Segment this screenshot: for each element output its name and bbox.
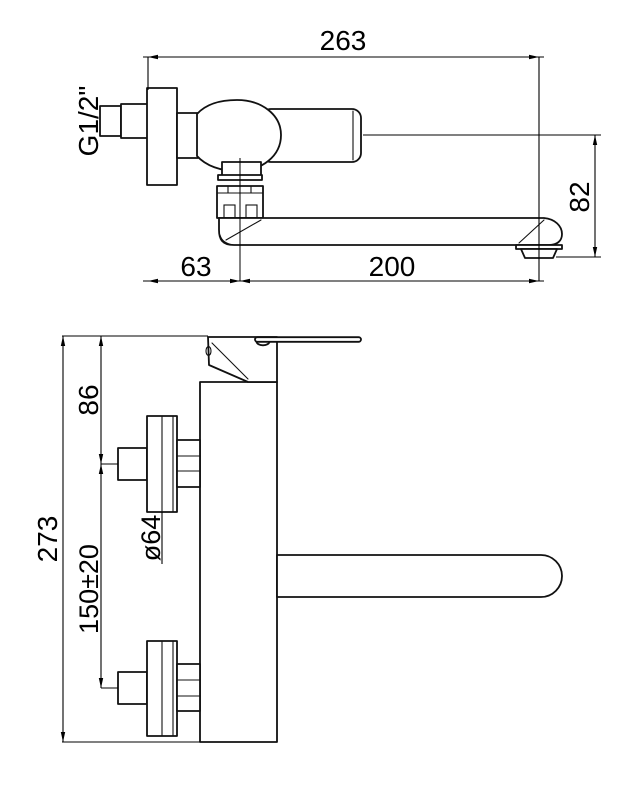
wall-plate: [146, 87, 178, 186]
body-connector: [176, 112, 199, 159]
dim-label-center-distance: 150±20: [74, 544, 104, 634]
inlet-nipple: [99, 103, 149, 139]
dim-label-total-height: 273: [32, 516, 63, 563]
upper-hex-nut: [176, 439, 201, 488]
dim-label-top-to-upper-center: 86: [73, 384, 104, 415]
dim-label-spout-drop: 82: [564, 181, 595, 212]
handle-cylinder: [261, 108, 362, 163]
dim-label-flange-diameter: ø64: [136, 515, 166, 562]
body-column: [199, 381, 278, 743]
lever-bar: [254, 336, 362, 343]
lower-wall-stub: [117, 671, 148, 705]
dim-label-pivot-to-outlet: 200: [369, 251, 416, 282]
front-view: 273 86 150±20 ø64: [32, 335, 563, 743]
handle-lever: [205, 336, 362, 383]
spout-arm: [218, 217, 563, 246]
lower-hex-nut: [176, 663, 201, 712]
lower-eccentric-union: [117, 640, 201, 737]
dim-label-inlet-thread: G1/2": [73, 86, 104, 157]
mixer-body: [196, 99, 282, 172]
dim-label-wall-to-pivot: 63: [180, 251, 211, 282]
upper-wall-stub: [117, 447, 148, 481]
dim-label-total-width: 263: [320, 25, 367, 56]
front-view-dimensions: 273 86 150±20 ø64: [32, 335, 208, 743]
side-view-dimensions: 263 G1/2" 82 63 200: [73, 25, 601, 284]
spout-bar-front: [276, 554, 563, 598]
upper-eccentric-union: [117, 415, 201, 513]
side-view: 263 G1/2" 82 63 200: [73, 25, 601, 284]
